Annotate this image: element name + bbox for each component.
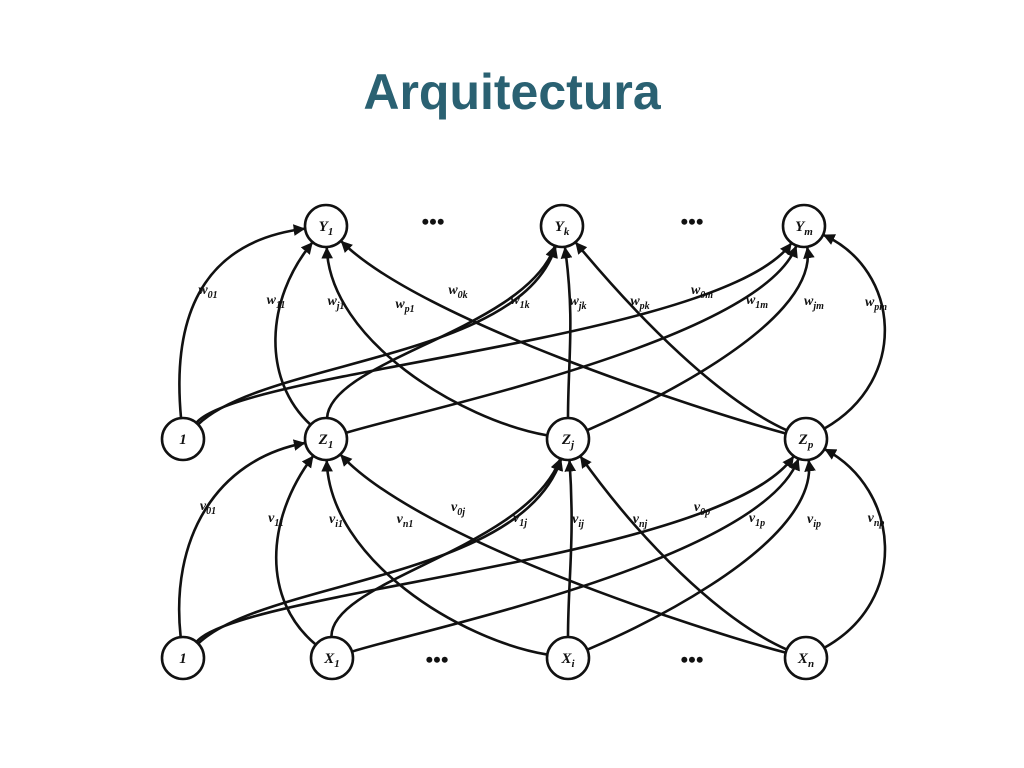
node-b2: 1	[160, 416, 206, 462]
ellipsis: •••	[680, 647, 703, 672]
edge-xn-zp	[823, 448, 887, 649]
edge-zp-yk	[575, 242, 788, 432]
node-label: X1	[323, 651, 340, 670]
edge-zj-y1	[321, 246, 548, 437]
weight-label-vnj: vnj	[633, 512, 648, 530]
edge-xn-zj	[579, 455, 788, 651]
node-circle	[160, 416, 206, 462]
node-circle	[539, 203, 585, 249]
node-label: Z1	[318, 432, 334, 451]
node-y1: Y1	[303, 203, 349, 249]
weight-label-w0m: w0m	[691, 283, 713, 301]
weight-label-w01: w01	[198, 283, 217, 301]
node-z1: Z1	[303, 416, 349, 462]
node-yk: Yk	[539, 203, 585, 249]
weight-label-wj1: wj1	[327, 294, 344, 312]
edge-z1-y1	[274, 242, 314, 426]
node-label: Xn	[797, 651, 814, 670]
node-label: Zj	[561, 432, 575, 451]
node-label: 1	[179, 651, 187, 667]
weight-label-v1p: v1p	[749, 511, 765, 529]
node-circle	[303, 203, 349, 249]
node-zp: Zp	[783, 416, 829, 462]
weight-label-v01: v01	[200, 499, 216, 517]
weight-label-w11: w11	[267, 293, 286, 311]
weight-label-vnp: vnp	[868, 511, 885, 529]
node-circle	[309, 635, 355, 681]
node-label: 1	[179, 432, 187, 448]
edge-b2-ym	[195, 242, 792, 424]
node-circle	[160, 635, 206, 681]
edge-x1-zj	[330, 458, 562, 638]
slide-title: Arquitectura	[363, 64, 661, 120]
ellipsis: •••	[421, 209, 444, 234]
edge-xi-zj	[564, 459, 577, 638]
node-ym: Ym	[781, 203, 827, 249]
node-label: Y1	[319, 219, 334, 238]
node-label: Zp	[798, 432, 814, 451]
edge-x1-z1	[274, 455, 317, 646]
ellipsis: •••	[680, 209, 703, 234]
edge-b1-zp	[195, 455, 795, 643]
node-label: Ym	[795, 219, 813, 238]
weight-label-wjm: wjm	[804, 294, 824, 312]
weight-label-v0p: v0p	[694, 500, 710, 518]
weight-label-layer: w01 w11 wj1 wp1 w0k w1k wjk wpk w0m w1m wjm wpm v01 v…	[198, 283, 887, 530]
node-circle	[545, 416, 591, 462]
node-circle	[781, 203, 827, 249]
node-label: Xi	[560, 651, 575, 670]
node-circle	[783, 416, 829, 462]
edge-b1-zj	[197, 458, 564, 645]
weight-label-w1m: w1m	[746, 293, 768, 311]
edge-xi-z1	[321, 459, 548, 656]
node-circle	[783, 635, 829, 681]
node-circle	[545, 635, 591, 681]
node-xn: Xn	[783, 635, 829, 681]
node-zj: Zj	[545, 416, 591, 462]
weight-label-v1j: v1j	[513, 511, 527, 529]
edge-z1-ym	[345, 245, 798, 435]
node-circle	[303, 416, 349, 462]
weight-label-vn1: vn1	[397, 512, 414, 530]
weight-label-w1k: w1k	[510, 293, 529, 311]
weight-label-v11: v11	[268, 511, 284, 529]
weight-label-vip: vip	[807, 512, 821, 530]
weight-label-vi1: vi1	[329, 512, 343, 530]
weight-label-wpk: wpk	[630, 294, 649, 312]
edge-xi-zp	[586, 459, 816, 651]
weight-label-wpm: wpm	[865, 295, 887, 313]
weight-label-wjk: wjk	[569, 294, 586, 312]
weight-label-wp1: wp1	[395, 297, 414, 315]
ellipsis: •••	[425, 647, 448, 672]
edge-x1-zp	[351, 458, 800, 653]
connection-layer	[177, 224, 887, 656]
node-label: Yk	[555, 219, 570, 238]
weight-label-vij: vij	[572, 512, 584, 530]
edge-zj-yk	[560, 246, 573, 419]
node-x1: X1	[309, 635, 355, 681]
edge-zp-y1	[340, 240, 787, 435]
edge-b1-z1	[177, 439, 306, 638]
edge-zp-ym	[822, 233, 887, 430]
edge-b2-yk	[197, 245, 558, 426]
edge-b2-y1	[178, 224, 306, 419]
edge-xn-z1	[340, 454, 787, 654]
node-b1: 1	[160, 635, 206, 681]
ellipsis-layer: ••• ••• ••• •••	[421, 209, 703, 672]
edge-z1-yk	[325, 245, 557, 419]
weight-label-w0k: w0k	[448, 283, 467, 301]
node-xi: Xi	[545, 635, 591, 681]
weight-label-v0j: v0j	[451, 500, 465, 518]
edge-zj-ym	[586, 246, 815, 432]
